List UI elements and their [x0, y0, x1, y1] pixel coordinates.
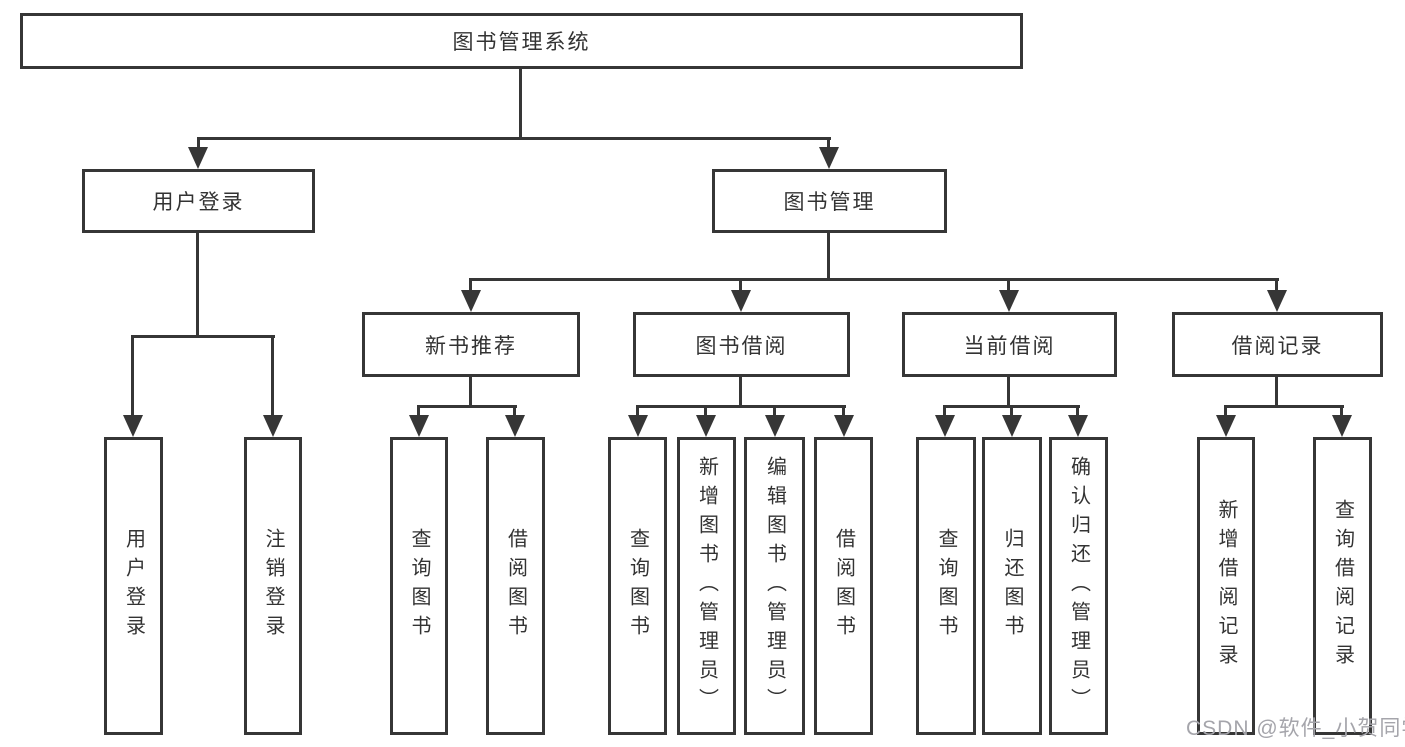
connector-drop — [1010, 405, 1013, 417]
node-current-borrow: 当前借阅 — [902, 312, 1117, 377]
connector-drop-book-mgmt — [827, 137, 830, 149]
arrowhead-down-icon — [1068, 415, 1088, 437]
arrowhead-down-icon — [505, 415, 525, 437]
connector-drop-leaf-logout — [271, 335, 274, 417]
leaf-current-query-books: 查询图书 — [916, 437, 976, 735]
connector-drop-current — [1007, 278, 1010, 292]
leaf-current-return-books: 归还图书 — [982, 437, 1042, 735]
connector-userlogin-branch — [131, 335, 275, 338]
arrowhead-down-icon — [188, 147, 208, 169]
arrowhead-down-icon — [409, 415, 429, 437]
connector-borrow-branch — [636, 405, 846, 408]
csdn-watermark: CSDN @软件_小贺同学 — [1186, 717, 1405, 740]
node-borrow-records: 借阅记录 — [1172, 312, 1383, 377]
node-book-borrow: 图书借阅 — [633, 312, 850, 377]
leaf-user-login: 用户登录 — [104, 437, 163, 735]
arrowhead-down-icon — [123, 415, 143, 437]
connector-root-stem — [519, 69, 522, 137]
leaf-newbook-query-books-label: 查询图书 — [408, 528, 430, 644]
connector-borrow-stem — [739, 377, 742, 405]
leaf-current-confirm-return-admin: 确认归还（管理员） — [1049, 437, 1108, 735]
leaf-record-add: 新增借阅记录 — [1197, 437, 1255, 735]
arrowhead-down-icon — [819, 147, 839, 169]
arrowhead-down-icon — [834, 415, 854, 437]
arrowhead-down-icon — [1267, 290, 1287, 312]
leaf-user-login-label: 用户登录 — [122, 528, 145, 644]
leaf-borrow-edit-books-admin-label: 编辑图书（管理员） — [763, 455, 786, 717]
node-new-book-recommend: 新书推荐 — [362, 312, 580, 377]
connector-root-branch — [197, 137, 831, 140]
connector-drop — [1076, 405, 1079, 417]
connector-bookmgmt-stem — [827, 233, 830, 278]
leaf-record-query-label: 查询借阅记录 — [1331, 499, 1354, 673]
arrowhead-down-icon — [1332, 415, 1352, 437]
connector-drop — [513, 405, 516, 417]
leaf-newbook-borrow-books: 借阅图书 — [486, 437, 545, 735]
leaf-borrow-add-books-admin-label: 新增图书（管理员） — [695, 455, 718, 717]
arrowhead-down-icon — [263, 415, 283, 437]
leaf-borrow-query-books-label: 查询图书 — [626, 528, 649, 644]
node-current-borrow-label: 当前借阅 — [963, 334, 1056, 358]
arrowhead-down-icon — [765, 415, 785, 437]
connector-drop-user-login — [197, 137, 200, 149]
connector-drop — [417, 405, 420, 417]
node-borrow-records-label: 借阅记录 — [1231, 334, 1324, 358]
connector-newbook-branch — [417, 405, 517, 408]
connector-userlogin-stem — [196, 233, 199, 335]
arrowhead-down-icon — [696, 415, 716, 437]
connector-records-branch — [1224, 405, 1344, 408]
node-book-management: 图书管理 — [712, 169, 947, 233]
arrowhead-down-icon — [461, 290, 481, 312]
connector-drop-records — [1275, 278, 1278, 292]
leaf-record-query: 查询借阅记录 — [1313, 437, 1372, 735]
connector-drop — [1224, 405, 1227, 417]
node-root-label: 图书管理系统 — [452, 31, 591, 54]
arrowhead-down-icon — [628, 415, 648, 437]
connector-drop — [704, 405, 707, 417]
connector-drop-newbook — [469, 278, 472, 292]
leaf-borrow-query-books: 查询图书 — [608, 437, 667, 735]
node-root: 图书管理系统 — [20, 13, 1023, 69]
connector-drop — [636, 405, 639, 417]
leaf-newbook-borrow-books-label: 借阅图书 — [504, 528, 527, 644]
leaf-current-confirm-return-admin-label: 确认归还（管理员） — [1067, 455, 1090, 717]
connector-bookmgmt-branch — [469, 278, 1279, 281]
connector-drop — [842, 405, 845, 417]
arrowhead-down-icon — [999, 290, 1019, 312]
leaf-current-return-books-label: 归还图书 — [1001, 528, 1023, 644]
connector-drop-borrow — [739, 278, 742, 292]
connector-drop-leaf-login — [131, 335, 134, 417]
leaf-logout-label: 注销登录 — [262, 528, 284, 644]
node-user-login-label: 用户登录 — [152, 191, 245, 214]
node-book-management-label: 图书管理 — [783, 191, 876, 214]
leaf-current-query-books-label: 查询图书 — [935, 528, 957, 644]
connector-drop — [943, 405, 946, 417]
connector-records-stem — [1275, 377, 1278, 405]
node-book-borrow-label: 图书借阅 — [695, 334, 788, 358]
leaf-newbook-query-books: 查询图书 — [390, 437, 448, 735]
arrowhead-down-icon — [1002, 415, 1022, 437]
leaf-logout: 注销登录 — [244, 437, 302, 735]
arrowhead-down-icon — [731, 290, 751, 312]
connector-drop — [773, 405, 776, 417]
leaf-borrow-edit-books-admin: 编辑图书（管理员） — [744, 437, 805, 735]
leaf-record-add-label: 新增借阅记录 — [1215, 499, 1237, 673]
node-user-login: 用户登录 — [82, 169, 315, 233]
leaf-borrow-borrow-books-label: 借阅图书 — [832, 528, 855, 644]
leaf-borrow-add-books-admin: 新增图书（管理员） — [677, 437, 736, 735]
node-new-book-recommend-label: 新书推荐 — [425, 334, 517, 358]
connector-current-stem — [1007, 377, 1010, 405]
connector-newbook-stem — [469, 377, 472, 405]
leaf-borrow-borrow-books: 借阅图书 — [814, 437, 873, 735]
arrowhead-down-icon — [935, 415, 955, 437]
arrowhead-down-icon — [1216, 415, 1236, 437]
connector-drop — [1340, 405, 1343, 417]
